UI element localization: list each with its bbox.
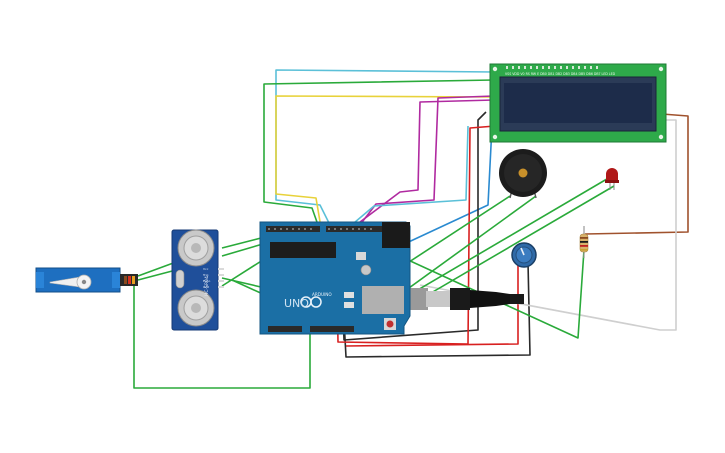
arduino-uno-board[interactable]: UNO ARDUINO [259, 221, 411, 335]
usb-port [362, 286, 404, 314]
usb-cable [402, 288, 524, 310]
wire-green-lcd[interactable] [263, 79, 495, 226]
wire-magenta-2[interactable] [355, 95, 495, 231]
ultrasonic-model-text: HC-SR04 [204, 276, 210, 296]
red-led-icon [606, 168, 618, 182]
servo-motor[interactable] [35, 267, 138, 293]
us-pin-vcc: Vcc [203, 267, 209, 271]
buzzer-icon [518, 168, 528, 178]
us-pin-trig: Trig [202, 273, 208, 277]
wire-green-servo-2[interactable] [137, 269, 177, 281]
atmega-chip [270, 242, 336, 258]
ultrasonic-sensor[interactable]: HC-SR04 Vcc Trig Echo Gnd [171, 229, 224, 331]
wire-cyan[interactable] [275, 69, 495, 226]
power-header[interactable] [268, 326, 302, 332]
lcd-display[interactable]: VSS VDD V0 RS RW E DB0 DB1 DB2 DB3 DB4 D… [489, 63, 667, 143]
digital-header-2[interactable] [326, 226, 388, 232]
infinity-logo-icon [300, 296, 322, 308]
buzzer[interactable] [499, 149, 547, 199]
wire-brown[interactable] [584, 113, 689, 235]
us-pin-echo: Echo [203, 279, 210, 283]
lcd-pin-header [506, 66, 598, 69]
red-led[interactable] [605, 168, 619, 190]
resistor[interactable] [579, 226, 589, 258]
wire-red-2[interactable] [345, 262, 519, 347]
us-pin-gnd: Gnd [203, 285, 209, 289]
uno-brand-text: UNO [284, 297, 309, 310]
power-jack [382, 222, 410, 248]
wire-black-2[interactable] [343, 261, 531, 358]
lcd-screen [504, 83, 652, 123]
wire-green-servo-3[interactable] [133, 286, 311, 389]
wire-cyan-2[interactable] [347, 125, 469, 229]
lcd-pin-labels: VSS VDD V0 RS RW E DB0 DB1 DB2 DB3 DB4 D… [505, 72, 616, 76]
analog-header[interactable] [310, 326, 354, 332]
wire-blue[interactable] [399, 125, 493, 247]
wire-green-resistor[interactable] [381, 247, 585, 339]
wire-green-servo-1[interactable] [137, 261, 177, 277]
potentiometer[interactable] [511, 242, 537, 268]
arduino-sub-text: ARDUINO [312, 292, 332, 297]
